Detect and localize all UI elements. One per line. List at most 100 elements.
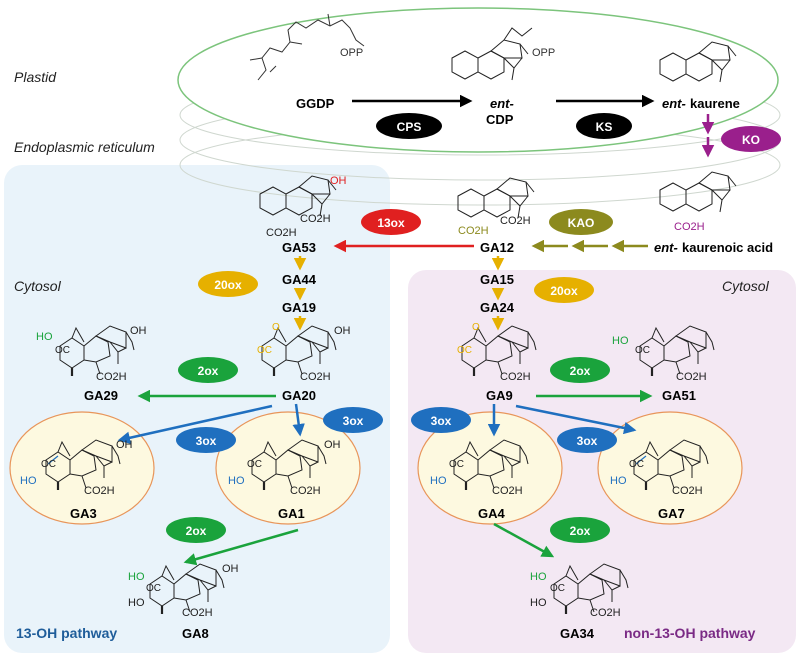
pathway-13oh-title: 13-OH pathway (16, 625, 117, 641)
ga34-co2h: CO2H (590, 607, 621, 619)
20ox-right-enzyme (534, 277, 594, 303)
ga4-label: GA4 (478, 506, 506, 521)
ga20-o: O (272, 322, 280, 333)
ga3-double-bond (47, 455, 59, 465)
3ox-right-a-enzyme (411, 407, 471, 433)
ga8-ho-green: HO (128, 571, 145, 583)
2ox-right-b-label: 2ox (570, 524, 591, 538)
ga20-to-ga3-arrow (117, 404, 273, 444)
ga29-label: GA29 (84, 388, 118, 403)
ko-label: KO (742, 133, 760, 147)
ga1-label: GA1 (278, 506, 305, 521)
3ox-right-b-label: 3ox (577, 434, 598, 448)
ga7-double-bond (635, 455, 647, 465)
ga51-oc: OC (635, 345, 650, 356)
cytosol-right-label: Cytosol (722, 278, 770, 294)
ga8-oh: OH (222, 563, 239, 575)
ent-kaurene-prefix: ent- (662, 96, 686, 111)
ga29-oc: OC (55, 345, 70, 356)
13ox-label: 13ox (377, 216, 405, 230)
3ox-left-a-label: 3ox (343, 414, 364, 428)
ent-cdp-prefix: ent- (490, 96, 514, 111)
ks-label: KS (596, 120, 613, 134)
ga34-label: GA34 (560, 626, 595, 641)
ga7-oc: OC (629, 459, 644, 470)
ga1-oh: OH (324, 439, 341, 451)
ga3-oc: OC (41, 459, 56, 470)
cdp-opp-label: OPP (532, 47, 555, 59)
ent-kaurene-label: kaurene (690, 96, 740, 111)
ga29-oh: OH (130, 325, 147, 337)
ga53-label: GA53 (282, 240, 316, 255)
ga12-label: GA12 (480, 240, 514, 255)
ga4-oc: OC (449, 459, 464, 470)
ga9-o: O (472, 322, 480, 333)
cytosol-left-label: Cytosol (14, 278, 62, 294)
ga8-label: GA8 (182, 626, 209, 641)
ga4-co2h: CO2H (492, 485, 523, 497)
ga15-label: GA15 (480, 272, 514, 287)
kaurenoic-co2h: CO2H (674, 221, 705, 233)
pathway-non13oh-title: non-13-OH pathway (624, 625, 756, 641)
ga9-to-ga7-arrow (515, 404, 637, 435)
ga12-co2h-olive: CO2H (458, 225, 489, 237)
ga8-ho: HO (128, 597, 145, 609)
ga34-ho: HO (530, 597, 547, 609)
2ox-left-b-label: 2ox (186, 524, 207, 538)
ga8-co2h: CO2H (182, 607, 213, 619)
kaurenoic-label: kaurenoic acid (682, 240, 773, 255)
ko-enzyme (721, 126, 781, 152)
cps-label: CPS (397, 120, 422, 134)
kao-enzyme (549, 209, 613, 235)
ga19-label: GA19 (282, 300, 316, 315)
ga20-oh: OH (334, 325, 351, 337)
ga12-co2h: CO2H (500, 215, 531, 227)
ga3-ho: HO (20, 475, 37, 487)
20ox-left-label: 20ox (214, 278, 242, 292)
ggdp-structure (249, 13, 365, 81)
ga9-label: GA9 (486, 388, 513, 403)
ga7-label: GA7 (658, 506, 685, 521)
ga12-structure (457, 177, 535, 219)
ga51-ho: HO (612, 335, 629, 347)
ga34-ho-green: HO (530, 571, 547, 583)
ga9-oc: OC (457, 345, 472, 356)
ga1-highlight (215, 411, 361, 525)
ga29-co2h: CO2H (96, 371, 127, 383)
3ox-right-b-enzyme (557, 427, 617, 453)
ga4-to-ga34-arrow (493, 522, 555, 558)
ga20-co2h: CO2H (300, 371, 331, 383)
13ox-enzyme (361, 209, 421, 235)
ga1-to-ga8-arrow (183, 528, 299, 566)
ga44-label: GA44 (282, 272, 317, 287)
ga51-co2h: CO2H (676, 371, 707, 383)
ga8-oc: OC (146, 583, 161, 594)
ga24-label: GA24 (480, 300, 515, 315)
ent-cdp-label: CDP (486, 112, 514, 127)
ga20-oc: OC (257, 345, 272, 356)
2ox-left-a-enzyme (178, 357, 238, 383)
kaurenoic-prefix: ent- (654, 240, 678, 255)
ent-cdp-structure (451, 27, 533, 81)
20ox-left-enzyme (198, 271, 258, 297)
ga4-highlight (417, 411, 563, 525)
2ox-right-a-label: 2ox (570, 364, 591, 378)
ggdp-label: GGDP (296, 96, 335, 111)
ga29-ho: HO (36, 331, 53, 343)
2ox-right-b-enzyme (550, 517, 610, 543)
2ox-left-a-label: 2ox (198, 364, 219, 378)
ks-enzyme (576, 113, 632, 139)
ga7-co2h: CO2H (672, 485, 703, 497)
ga53-co2h-bottom: CO2H (266, 227, 297, 239)
ga20-to-ga1-arrow (292, 403, 305, 437)
ggdp-opp-label: OPP (340, 47, 363, 59)
ga1-oc: OC (247, 459, 262, 470)
ga1-co2h: CO2H (290, 485, 321, 497)
3ox-left-b-enzyme (176, 427, 236, 453)
ga1-ho: HO (228, 475, 245, 487)
3ox-right-a-label: 3ox (431, 414, 452, 428)
20ox-right-label: 20ox (550, 284, 578, 298)
2ox-right-a-enzyme (550, 357, 610, 383)
